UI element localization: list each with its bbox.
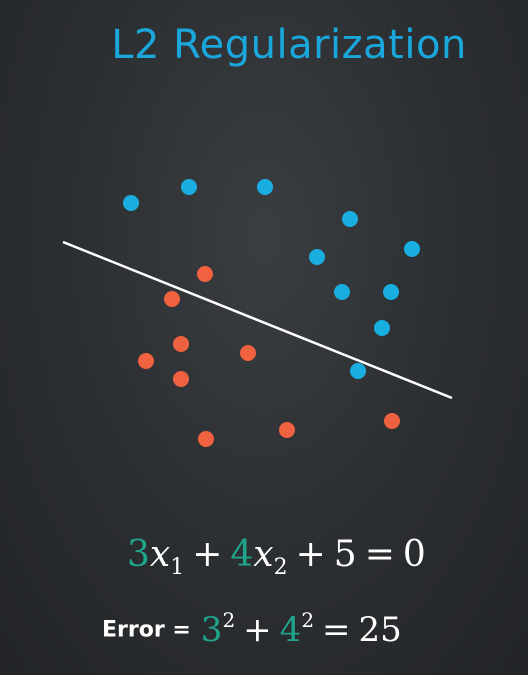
red-point: [173, 336, 189, 352]
blue-point: [257, 179, 273, 195]
variable-x1: x: [149, 534, 171, 575]
slide-title: L2 Regularization: [111, 22, 467, 68]
blue-point: [123, 195, 139, 211]
red-point: [197, 266, 213, 282]
blue-point: [181, 179, 197, 195]
blue-point: [383, 284, 399, 300]
line-equation: 3x1+4x2+5=0: [127, 534, 426, 580]
red-points-group: [138, 266, 400, 447]
red-point: [198, 431, 214, 447]
coefficient-1: 3: [127, 534, 150, 575]
blue-point: [350, 363, 366, 379]
equals-sign: =: [322, 610, 351, 650]
equation-rhs: 0: [402, 534, 426, 575]
scatter-diagram: [62, 179, 453, 447]
variable-x2: x: [253, 534, 274, 575]
blue-points-group: [123, 179, 420, 379]
coefficient-2: 4: [230, 534, 254, 575]
subscript-2: 2: [273, 555, 288, 580]
error-base-2: 4: [279, 610, 302, 650]
red-point: [164, 291, 180, 307]
blue-point: [374, 320, 390, 336]
plus-operator: +: [192, 534, 223, 575]
blue-point: [404, 241, 420, 257]
error-math: 32+42=25: [200, 608, 402, 650]
blue-point: [334, 284, 350, 300]
red-point: [384, 413, 400, 429]
red-point: [240, 345, 256, 361]
red-point: [138, 353, 154, 369]
error-exponent-1: 2: [222, 608, 236, 632]
plus-operator: +: [243, 610, 272, 650]
blue-point: [309, 249, 325, 265]
error-label: Error =: [102, 617, 191, 643]
error-expression: Error =32+42=25: [102, 608, 402, 650]
red-point: [173, 371, 189, 387]
constant-term: 5: [333, 534, 357, 575]
error-base-1: 3: [200, 610, 223, 650]
equals-sign: =: [364, 534, 395, 575]
error-result: 25: [358, 610, 402, 650]
plus-operator: +: [295, 534, 326, 575]
subscript-1: 1: [170, 555, 185, 580]
error-exponent-2: 2: [301, 608, 315, 632]
boundary-line: [62, 240, 453, 400]
red-point: [279, 422, 295, 438]
blue-point: [342, 211, 358, 227]
